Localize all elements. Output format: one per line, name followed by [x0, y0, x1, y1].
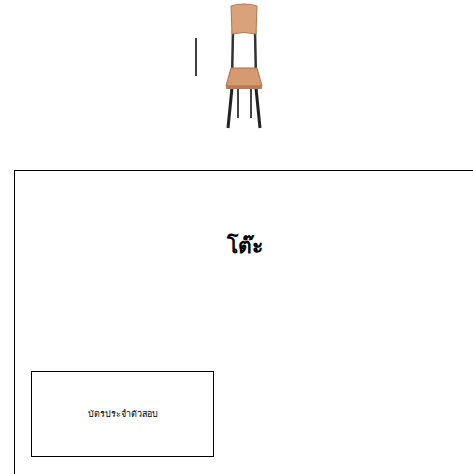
chair-leg — [256, 88, 260, 128]
box-label: บัตรประจำตัวสอบ — [32, 407, 213, 421]
table-box: โต๊ะบัตรประจำตัวสอบ — [14, 170, 473, 474]
box-label: โต๊ะ — [15, 229, 473, 262]
chair-leg — [250, 88, 252, 118]
chair-illustration — [226, 4, 262, 128]
chair-leg — [237, 88, 239, 118]
chair-backrest — [231, 4, 257, 34]
id-card-box: บัตรประจำตัวสอบ — [31, 371, 214, 457]
chair-seat — [226, 68, 262, 86]
chair-leg — [228, 88, 232, 128]
chair-seat-edge — [226, 86, 262, 89]
cursor-line — [195, 38, 197, 76]
